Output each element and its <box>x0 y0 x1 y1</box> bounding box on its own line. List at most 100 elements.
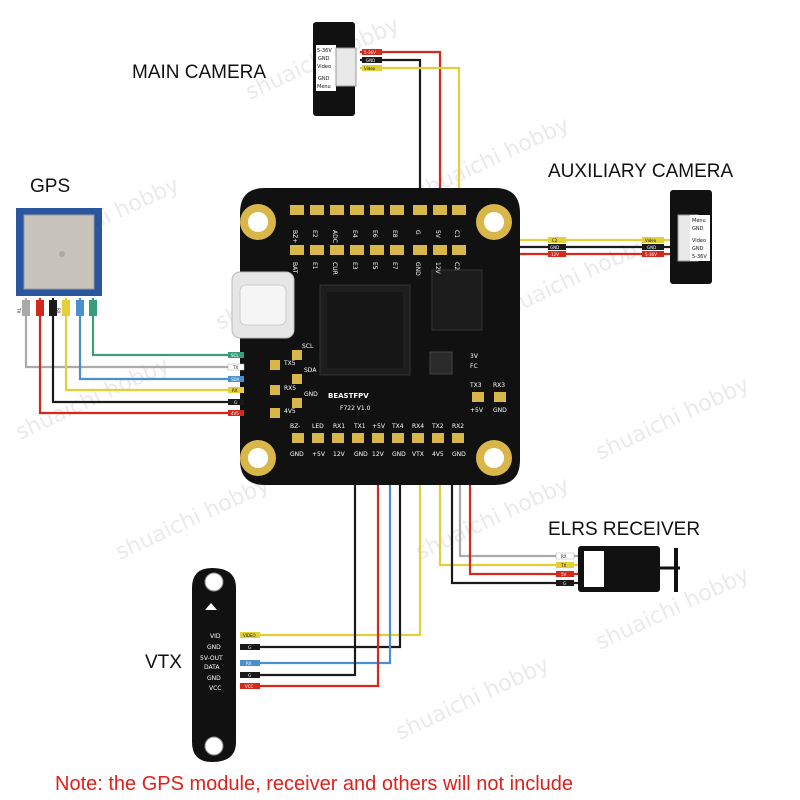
pad-label: G <box>414 230 421 235</box>
pad-label: E4 <box>351 230 358 238</box>
disclaimer-note: Note: the GPS module, receiver and other… <box>55 773 573 795</box>
gps-wire-rx <box>64 298 280 392</box>
pad-label: SDA <box>304 367 317 374</box>
aux-cam-pin: GND <box>692 226 704 232</box>
main-cam-wire-video <box>360 66 461 230</box>
gps-antenna <box>23 214 95 290</box>
main-cam-pin: Menu <box>317 84 331 90</box>
vtx-pin: DATA <box>204 664 220 671</box>
elrs-wire-g <box>450 455 585 585</box>
right-pads: TX3 RX3 +5V GND 3V FC <box>469 353 507 414</box>
bottom-pads: BZ- LED RX1 TX1 +5V TX4 RX4 TX2 RX2 GND … <box>290 423 466 458</box>
pad-label: +5V <box>312 451 326 458</box>
vtx-wire-vcc <box>240 455 380 688</box>
vtx-pin: GND <box>207 644 221 651</box>
gps-tag: G <box>234 400 237 405</box>
vtx-wire-video <box>240 455 422 637</box>
vtx-tag: RX <box>246 661 252 666</box>
main-cam-wire-power <box>360 50 442 230</box>
pad-label: VTX <box>412 451 424 458</box>
pad-label: RX1 <box>333 423 345 430</box>
main-cam-pin: GND <box>318 56 330 62</box>
gps-wire-4v5 <box>38 298 280 415</box>
indicator-label: FC <box>470 363 478 370</box>
pad-label: BAT <box>291 262 298 274</box>
aux-cam-tag: 5-36V <box>645 252 657 257</box>
elrs-tag: RX <box>561 554 567 559</box>
pad-label: GND <box>290 451 304 458</box>
aux-cam-tag: Video <box>645 238 657 243</box>
aux-cam-tag: GND <box>550 245 559 250</box>
vtx-tag: G <box>248 673 251 678</box>
pad-label: CUR <box>331 262 338 275</box>
elrs-receiver: ELRS RECEIVER RX TX 5V G RX TX 5V G <box>548 519 700 592</box>
vtx-pin: 5V-OUT <box>200 655 223 662</box>
aux-cam-pin: 5-36V <box>692 254 707 260</box>
elrs-pin: TX <box>590 562 599 569</box>
main-cam-pin: 5-36V <box>317 48 332 54</box>
gps-tag: TX <box>232 365 238 370</box>
aux-camera-label: AUXILIARY CAMERA <box>548 161 733 182</box>
gps-module: GPS TX 4V5 G RX SDA SCL SCL TX SDA RX G … <box>16 176 245 416</box>
elrs-pin: 5V <box>591 571 600 578</box>
pad-label: E8 <box>391 230 398 238</box>
gps-tag: RX <box>232 388 238 393</box>
pad-label: TX1 <box>353 423 366 430</box>
pad-label: GND <box>452 451 466 458</box>
pad-label: 12V <box>434 262 441 275</box>
vtx-body <box>192 568 236 762</box>
pad-label: 12V <box>372 451 385 458</box>
main-camera-connector <box>335 47 357 87</box>
pad-label: +5V <box>372 423 386 430</box>
pad-label: TX5 <box>283 360 296 367</box>
gps-wire-g <box>51 298 300 404</box>
pad-label: E7 <box>391 262 398 270</box>
main-camera-label: MAIN CAMERA <box>132 62 266 83</box>
gps-pin: SDA <box>70 308 75 317</box>
pad-label: C2 <box>453 262 460 270</box>
vtx-pin: GND <box>207 675 221 682</box>
vtx-wire-data <box>240 455 392 665</box>
vtx-tag: VCC <box>245 684 254 689</box>
pad-label: E2 <box>311 230 318 238</box>
vtx-pin: VCC <box>209 685 221 692</box>
gps-pin: TX <box>16 307 21 313</box>
aux-cam-tag: GND <box>647 245 656 250</box>
wires <box>24 50 690 688</box>
pad-label: RX5 <box>284 385 296 392</box>
gps-wire-scl <box>91 298 280 357</box>
pad-label: RX2 <box>452 423 464 430</box>
main-cam-tag: Video <box>364 66 376 71</box>
pad-label: BZ- <box>290 423 300 430</box>
watermark: shuaichi hobby <box>112 472 273 565</box>
pad-label: GND <box>354 451 368 458</box>
pad-label: GND <box>493 407 507 414</box>
gps-pin: 4V5 <box>30 308 35 316</box>
main-cam-tag: GND <box>366 58 375 63</box>
elrs-tag: G <box>563 581 566 586</box>
pad-label: ADC <box>331 230 338 243</box>
gps-pin: G <box>43 308 48 311</box>
auxiliary-camera: AUXILIARY CAMERA Menu GND Video GND 5-36… <box>548 161 733 284</box>
elrs-wire-5v <box>468 455 585 576</box>
pad-label: GND <box>392 451 406 458</box>
flight-controller-board: BZ+ E2 ADC E4 E6 E8 G 5V C1 BAT E1 CUR E… <box>231 188 520 485</box>
aux-cam-tag: C2 <box>552 238 558 243</box>
pad-label: RX3 <box>493 382 505 389</box>
watermark: shuaichi hobby <box>392 652 553 745</box>
main-cam-pin: GND <box>318 76 330 82</box>
pad-label: GND <box>414 262 421 276</box>
elrs-pin: RX <box>591 553 599 560</box>
pad-label: RX4 <box>412 423 424 430</box>
gps-pin: SCL <box>83 308 88 316</box>
pad-label: TX3 <box>469 382 482 389</box>
watermark: shuaichi hobby <box>592 372 753 465</box>
main-cam-pin: Video <box>317 64 331 70</box>
gps-wire-tx <box>24 298 280 369</box>
gps-wire-sda <box>78 298 300 381</box>
pad-label: +5V <box>470 407 484 414</box>
vtx-wire-gnd2 <box>240 455 357 677</box>
vtx-module: VTX VID GND 5V-OUT DATA GND VCC VIDEO G … <box>145 568 260 762</box>
aux-cam-tag: 12V <box>551 252 559 257</box>
